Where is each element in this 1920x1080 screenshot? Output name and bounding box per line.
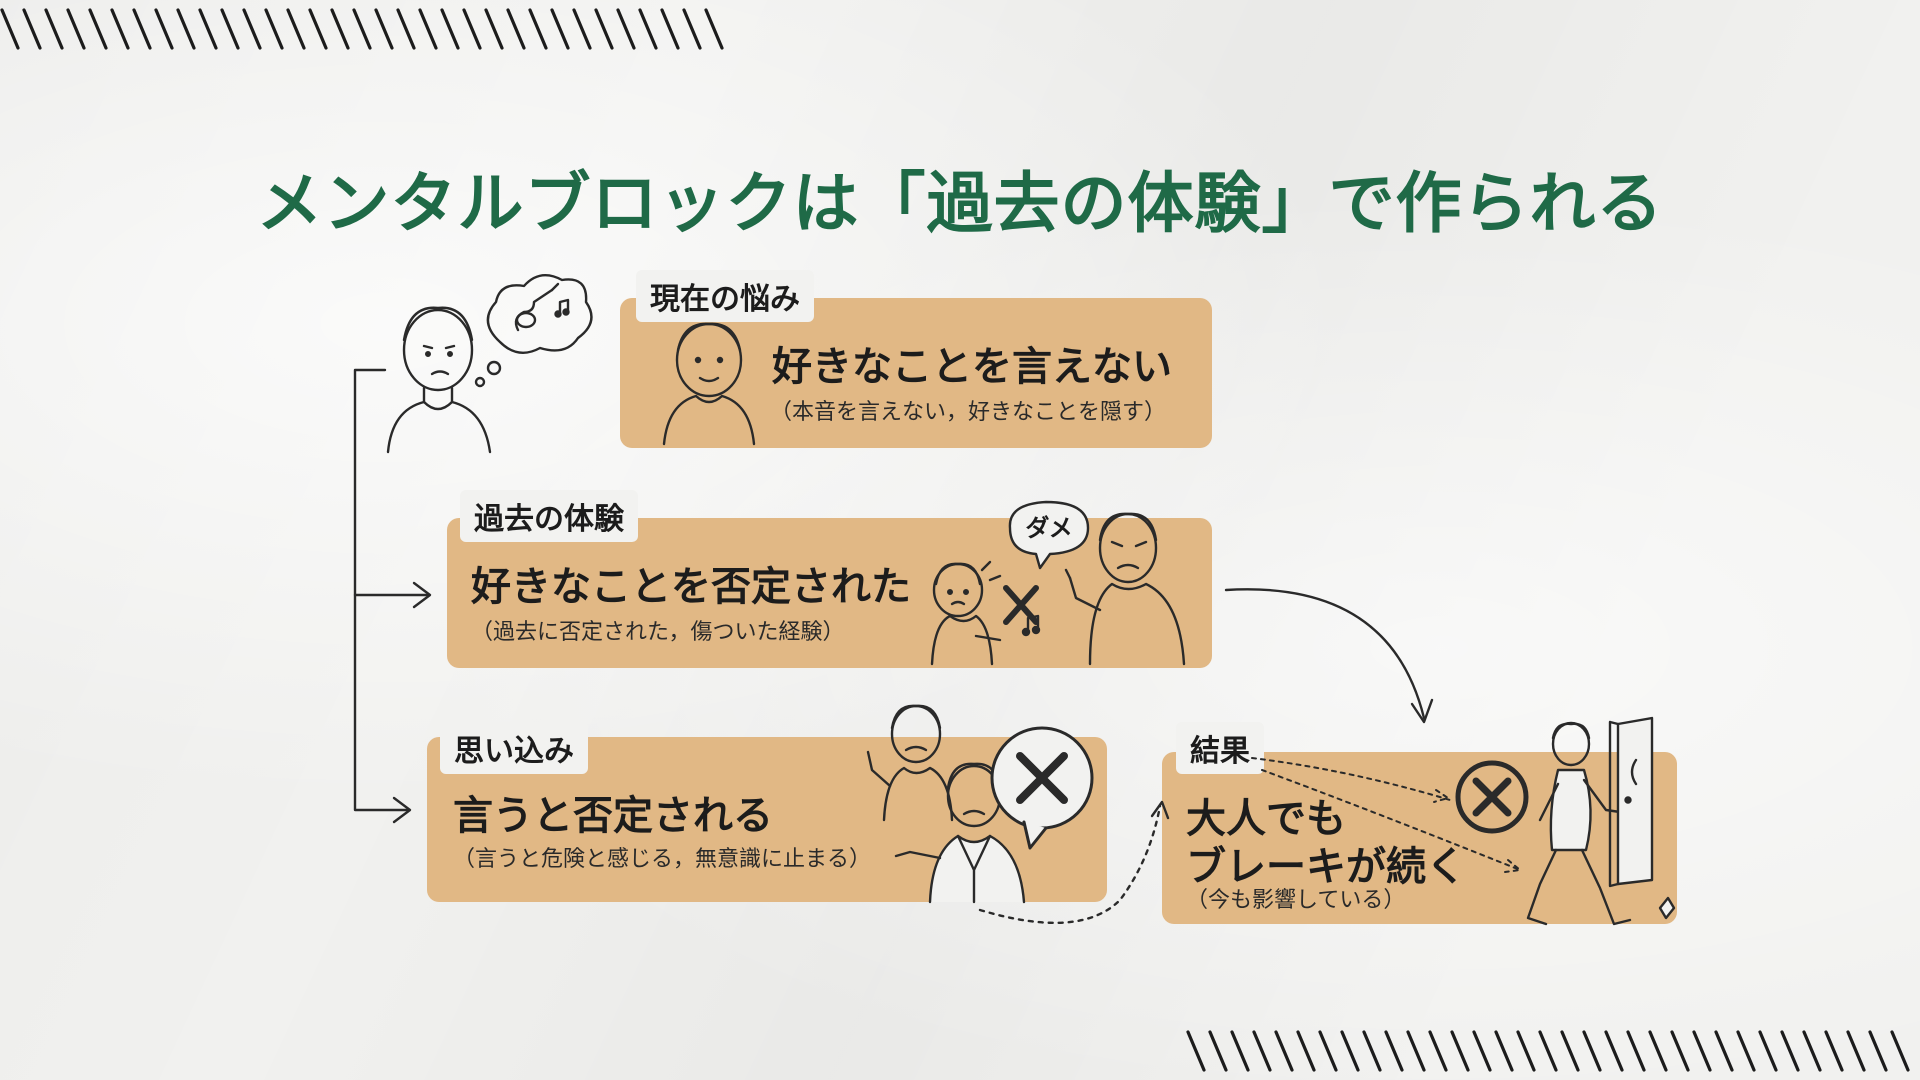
result-main-line1: 大人でも: [1186, 796, 1346, 842]
sparkle-icon: [1658, 896, 1676, 920]
suited-man-icon: [894, 762, 1026, 904]
rejection-bubble-icon: [990, 726, 1094, 850]
bracket-connector: [353, 368, 432, 824]
current-worry-tag: 現在の悩み: [636, 270, 814, 322]
scolding-adult-icon: [1064, 512, 1186, 666]
door-icon: [1608, 716, 1654, 888]
belief-main: 言うと否定される: [453, 793, 773, 839]
curved-arrow-connector: [1224, 588, 1434, 724]
crying-child-icon: [930, 560, 1002, 666]
pointing-man-icon: [866, 704, 954, 822]
past-experience-box: 好きなことを否定された （過去に否定された，傷ついた経験）: [447, 518, 1212, 668]
belief-sub: （言うと危険と感じる，無意識に止まる）: [453, 847, 872, 872]
speech-bubble-icon: [1008, 500, 1090, 570]
result-main-line2: ブレーキが続く: [1186, 844, 1466, 890]
guitar-thought-bubble-icon: [474, 274, 593, 388]
past-experience-sub: （過去に否定された，傷ついた経験）: [471, 620, 845, 645]
music-note-icon: [1021, 614, 1041, 637]
past-experience-tag: 過去の体験: [460, 490, 638, 542]
current-worry-sub: （本音を言えない，好きなことを隠す）: [770, 400, 1167, 425]
hatch-decoration-bottom-right: [1186, 1030, 1910, 1072]
speech-bubble-text: ダメ: [1025, 514, 1072, 542]
dotted-arrow-connector: [978, 800, 1170, 924]
page-title: メンタルブロックは「過去の体験」で作られる: [256, 165, 1664, 242]
current-worry-main: 好きなことを言えない: [772, 344, 1172, 390]
current-worry-box: 好きなことを言えない （本音を言えない，好きなことを隠す）: [620, 298, 1212, 448]
smiling-person-icon: [662, 322, 756, 446]
belief-tag: 思い込み: [440, 722, 588, 774]
dashed-lines-icon: [1251, 757, 1521, 873]
hatch-decoration-top-left: [0, 8, 724, 50]
result-sub: （今も影響している）: [1186, 888, 1406, 913]
result-box: 大人でも ブレーキが続く （今も影響している）: [1162, 752, 1677, 924]
past-experience-main: 好きなことを否定された: [471, 564, 911, 610]
walking-person-icon: [1526, 721, 1632, 926]
result-tag: 結果: [1176, 722, 1264, 774]
cross-circle-icon: [1455, 760, 1529, 834]
thinking-person-icon: [386, 306, 492, 454]
